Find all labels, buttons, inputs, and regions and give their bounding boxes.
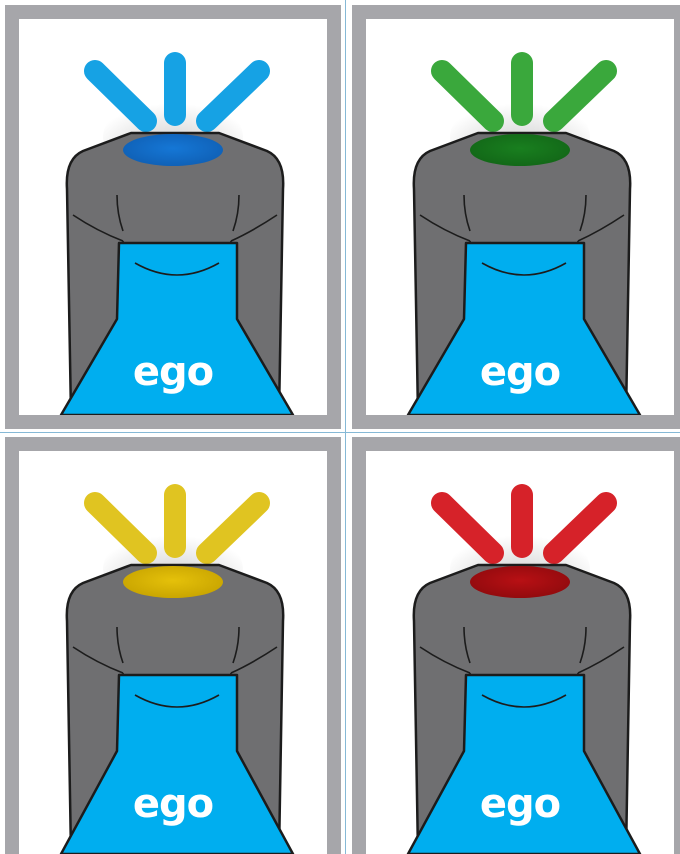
vertical-divider xyxy=(345,0,346,854)
ego-logo: ego xyxy=(480,781,560,827)
indicator-lens xyxy=(470,566,570,598)
panel-red-light: ego xyxy=(352,437,680,854)
light-ray-right xyxy=(207,71,259,121)
horizontal-divider xyxy=(0,432,680,433)
light-ray-right xyxy=(207,503,259,553)
indicator-lens xyxy=(123,134,223,166)
indicator-lens xyxy=(123,566,223,598)
panel-yellow-light: ego xyxy=(5,437,341,854)
panel-blue-light: ego xyxy=(5,5,341,429)
panel-green-light: ego xyxy=(352,5,680,429)
light-ray-right xyxy=(554,71,606,121)
charger-illustration-red: ego xyxy=(366,451,674,854)
ego-logo: ego xyxy=(133,349,213,395)
ego-logo: ego xyxy=(133,781,213,827)
charger-illustration-green: ego xyxy=(366,19,674,415)
charger-illustration-yellow: ego xyxy=(19,451,327,854)
charger-illustration-blue: ego xyxy=(19,19,327,415)
ego-logo: ego xyxy=(480,349,560,395)
indicator-lens xyxy=(470,134,570,166)
light-ray-right xyxy=(554,503,606,553)
